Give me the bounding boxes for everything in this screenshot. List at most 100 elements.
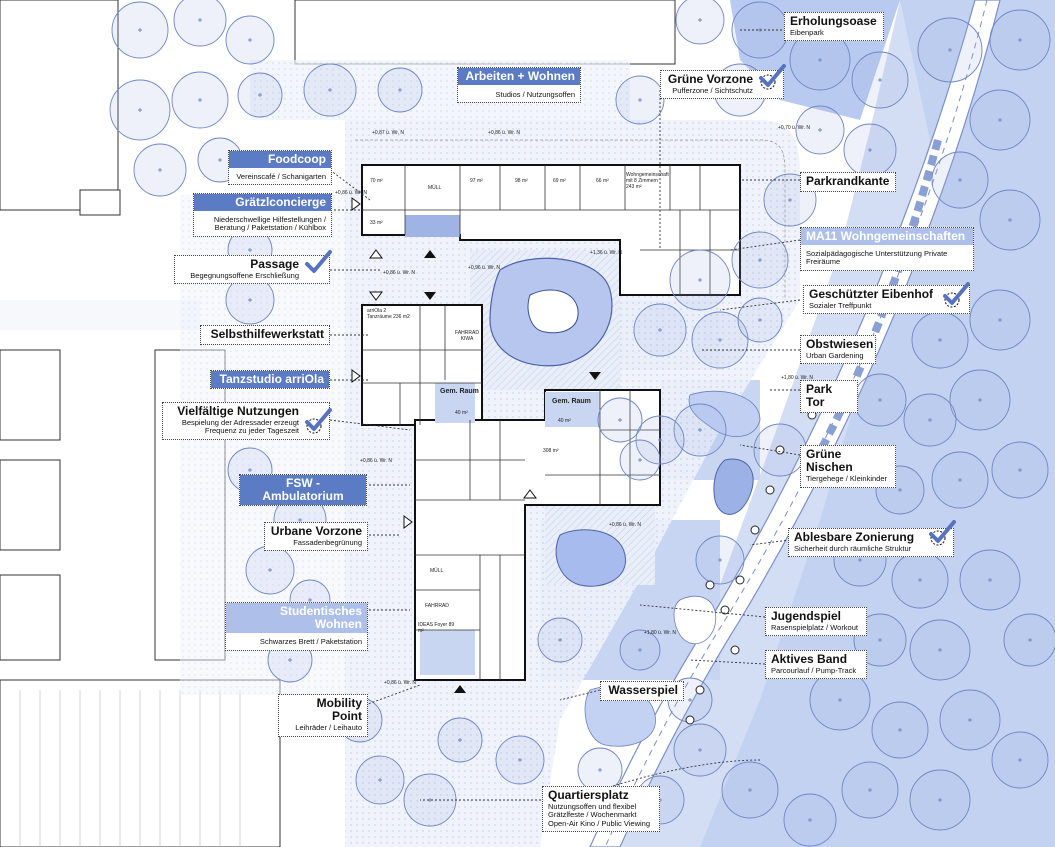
- label-ma11-sub: Sozialpädagogische Unterstützung Private…: [806, 249, 948, 267]
- label-ablesbar-sub: Sicherheit durch räumliche Struktur: [794, 544, 912, 554]
- check-icon: [759, 64, 786, 90]
- tree-trunk-mark: [1028, 638, 1032, 642]
- level-5: +0,86 ü. Wr. N: [383, 270, 416, 276]
- tree-trunk-mark: [998, 118, 1002, 122]
- label-foodcoop-title: Foodcoop: [229, 151, 331, 169]
- label-studentisch-title: Studentisches Wohnen: [226, 603, 367, 634]
- tree-trunk-mark: [198, 18, 202, 22]
- room-a97: 97 m²: [470, 178, 483, 184]
- label-gruene-vorzone-sub: Pufferzone / Sichtschutz: [672, 86, 753, 96]
- label-jugendspiel-sub: Rasenspielplatz / Workout: [771, 623, 858, 633]
- tree-trunk-mark: [268, 568, 272, 572]
- room-a69: 69 m²: [553, 178, 566, 184]
- tree-trunk-mark: [968, 718, 972, 722]
- label-ma11: MA11 Wohngemeinschaften Sozialpädagogisc…: [800, 227, 974, 271]
- tree-trunk-mark: [308, 598, 312, 602]
- tree-trunk-mark: [998, 318, 1002, 322]
- lamp-marker: [730, 645, 740, 655]
- label-jugendspiel-title: Jugendspiel: [771, 609, 842, 623]
- tree-trunk-mark: [918, 578, 922, 582]
- lamp-marker: [705, 580, 715, 590]
- label-aktives-band-sub: Parcourlauf / Pump-Track: [771, 666, 857, 676]
- tree-trunk-mark: [658, 438, 662, 442]
- tree-trunk-mark: [198, 98, 202, 102]
- tree-trunk-mark: [938, 798, 942, 802]
- label-selbsthilfe: Selbsthilfewerkstatt: [200, 325, 330, 346]
- label-passage-title: Passage: [250, 257, 299, 271]
- tree-trunk-mark: [838, 698, 842, 702]
- entry-markers: [424, 250, 601, 693]
- label-foodcoop: Foodcoop Vereinscafé / Schanigarten: [228, 150, 332, 186]
- level-3: +0,70 ü. Wr. N: [778, 125, 811, 131]
- tree-trunk-mark: [1018, 758, 1022, 762]
- tree-trunk-mark: [378, 778, 382, 782]
- label-wasserspiel: Wasserspiel: [600, 681, 684, 702]
- room-gem-raum-1: Gem. Raum: [440, 388, 479, 395]
- label-passage: Passage Begegnungsoffene Erschließung: [174, 255, 330, 285]
- tree-trunk-mark: [788, 198, 792, 202]
- level-2: +0,86 ü. Wr. N: [488, 130, 521, 136]
- tree-trunk-mark: [948, 48, 952, 52]
- tree-trunk-mark: [158, 168, 162, 172]
- level-4: +0,86 ü. Wr. N: [335, 190, 368, 196]
- level-9: +0,86 ü. Wr. N: [360, 458, 393, 464]
- label-quartiersplatz-sub: Nutzungsoffen und flexibel Grätzlfeste /…: [548, 802, 650, 828]
- tree-trunk-mark: [858, 558, 862, 562]
- tree-trunk-mark: [698, 18, 702, 22]
- label-wasserspiel-title: Wasserspiel: [608, 683, 678, 697]
- label-mobility-title: Mobility Point: [316, 696, 362, 724]
- tree-trunk-mark: [958, 478, 962, 482]
- tree-trunk-mark: [248, 248, 252, 252]
- tree-trunk-mark: [248, 468, 252, 472]
- lamp-marker: [720, 605, 730, 615]
- lamp-marker: [765, 485, 775, 495]
- room-wohngemeinschaft: Wohngemeinschaft mit 8 Zimmern 243 m²: [626, 172, 669, 190]
- level-1: +0,87 ü. Wr. N: [372, 130, 405, 136]
- tree-trunk-mark: [1018, 38, 1022, 42]
- label-parkrandkante: Parkrandkante: [800, 172, 896, 193]
- tree-trunk-mark: [758, 258, 762, 262]
- tree-trunk-mark: [218, 158, 222, 162]
- label-gruene-nischen-sub: Tiergehege / Kleinkinder: [806, 474, 888, 484]
- tree-trunk-mark: [978, 398, 982, 402]
- trees: [109, 0, 1055, 847]
- level-10: +0,86 ü. Wr. N: [609, 522, 642, 528]
- label-graetzlconcierge-sub: Niederschwellige Hilfestellungen / Berat…: [213, 215, 326, 233]
- label-erholungsoase-title: Erholungsoase: [790, 14, 877, 28]
- tree-trunk-mark: [878, 78, 882, 82]
- tree-trunk-mark: [288, 658, 292, 662]
- room-gem-raum-2: Gem. Raum: [552, 398, 591, 405]
- tree-trunk-mark: [818, 128, 822, 132]
- tree-trunk-mark: [818, 58, 822, 62]
- label-erholungsoase: Erholungsoase Eibenpark: [784, 12, 884, 42]
- tree-trunk-mark: [638, 98, 642, 102]
- label-gruene-nischen: Grüne Nischen Tiergehege / Kleinkinder: [800, 445, 896, 488]
- tree-trunk-mark: [698, 278, 702, 282]
- label-tanzstudio: Tanzstudio arriOla: [210, 370, 330, 390]
- entry-markers-outline: [351, 197, 537, 529]
- tree-trunk-mark: [898, 728, 902, 732]
- label-arbeiten-wohnen-sub: Studios / Nutzungsoffen: [495, 90, 576, 100]
- label-graetzlconcierge-title: Grätzlconcierge: [194, 194, 331, 212]
- tree-trunk-mark: [698, 748, 702, 752]
- lamp-marker: [750, 525, 760, 535]
- label-eibenhof: Geschützter Eibenhof Sozialer Treffpunkt: [803, 285, 970, 315]
- label-arbeiten-wohnen: Arbeiten + Wohnen Studios / Nutzungsoffe…: [457, 67, 581, 104]
- level-7: +1,36 ü. Wr. N: [590, 250, 623, 256]
- room-a98: 98 m²: [515, 178, 528, 184]
- room-ideas-foyer: IDEAS Foyer 89 m²: [418, 622, 455, 634]
- label-parktor: Park Tor: [800, 380, 858, 414]
- label-tanzstudio-title: Tanzstudio arriOla: [211, 371, 329, 389]
- tree-trunk-mark: [808, 818, 812, 822]
- tree-trunk-mark: [598, 768, 602, 772]
- label-gruene-nischen-title: Grüne Nischen: [806, 447, 853, 475]
- check-icon: [929, 520, 956, 546]
- label-quartiersplatz-title: Quartiersplatz: [548, 788, 629, 802]
- lamp-marker: [775, 445, 785, 455]
- room-walls: [362, 165, 740, 680]
- label-foodcoop-sub: Vereinscafé / Schanigarten: [236, 172, 326, 182]
- label-mobility-sub: Leihräder / Leihauto: [295, 723, 362, 733]
- room-a70: 70 m²: [370, 178, 383, 184]
- tree-trunk-mark: [638, 648, 642, 652]
- tree-trunk-mark: [258, 93, 262, 97]
